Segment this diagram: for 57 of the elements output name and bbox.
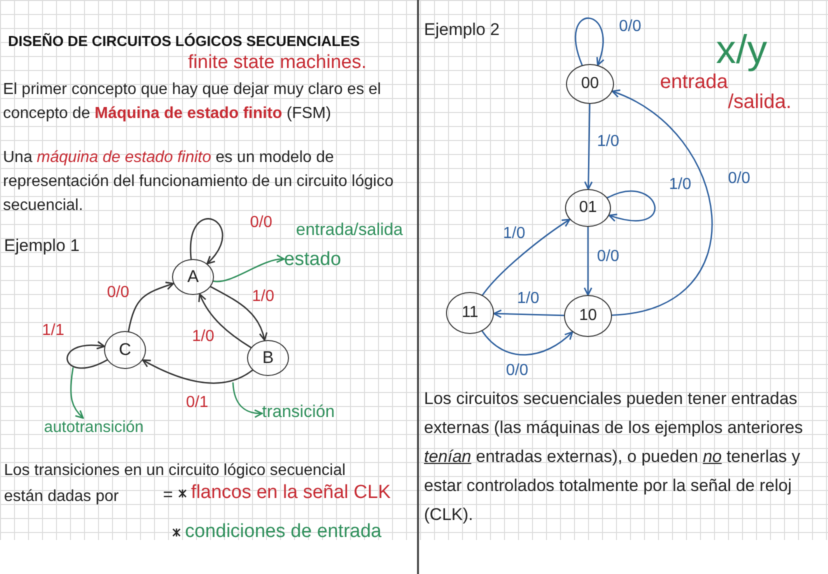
state-circle: B [247, 340, 289, 376]
self-loop-arrow [574, 17, 604, 66]
edge-label: 1/1 [42, 322, 64, 340]
edge-label: 0/0 [619, 18, 642, 36]
edge-label: 0/0 [250, 214, 272, 232]
state-circle: 10 [564, 295, 612, 337]
transition-arrow [482, 218, 570, 296]
paragraph: Los transiciones en un circuito lógico secuencial [4, 461, 346, 480]
transition-arrow [198, 293, 252, 348]
transition-arrow [210, 286, 268, 341]
edge-label: 1/0 [597, 133, 620, 151]
leader-arrow [70, 367, 84, 419]
paragraph: Los circuitos secuenciales pueden tener entradas externas (las máquinas de los ejemplos anteriores tenían entradas externas), o pueden no tenerlas y estar controlados totalmente por la señal de reloj (CLK). [424, 388, 804, 526]
leader-arrow [232, 382, 263, 418]
paragraph: Una máquina de estado finito es un modelo de representación del funcionamiento de un circuito lógico secuencial. [3, 148, 394, 215]
edge-label: 0/0 [506, 362, 528, 380]
self-loop-arrow [190, 218, 224, 264]
edge-label: 1/0 [192, 328, 214, 346]
annotation-label: autotransición [44, 418, 144, 438]
annotation-label: /salida. [728, 90, 792, 114]
transition-arrow [611, 90, 712, 316]
annotation-label: entrada/salida [296, 220, 403, 240]
edge-label: 1/0 [252, 288, 274, 306]
self-loop-arrow [66, 341, 108, 369]
annotation-label: transición [262, 402, 335, 422]
annotation-label: entrada [660, 71, 728, 94]
edge-label: 1/0 [503, 225, 526, 243]
edge-label: 1/0 [669, 176, 692, 194]
handwritten-note: finite state machines. [188, 52, 366, 75]
transition-arrow [482, 330, 574, 356]
edge-label: 1/0 [517, 290, 540, 308]
state-circle: 00 [566, 64, 614, 104]
state-circle: A [172, 259, 214, 295]
section-heading: Ejemplo 1 [4, 236, 80, 256]
list-item: condiciones de entrada [185, 521, 382, 544]
list-item: flancos en la señal CLK [191, 482, 391, 505]
edge-label: 0/0 [597, 248, 620, 266]
paragraph: están dadas por [4, 487, 119, 506]
state-circle: C [104, 331, 146, 369]
leader-arrow [212, 255, 285, 282]
paragraph: El primer concepto que hay que dejar muy claro es el concepto de Máquina de estado finito (FSM) [3, 80, 382, 124]
edge-label: 0/0 [107, 284, 130, 302]
equals-sign: = [163, 485, 173, 506]
state-circle: 11 [446, 292, 494, 334]
state-circle: 01 [565, 189, 611, 227]
self-loop-arrow [606, 190, 656, 222]
transition-arrow [493, 309, 565, 318]
transition-arrow [142, 359, 254, 384]
section-heading: Ejemplo 2 [424, 20, 500, 40]
edge-label: 0/1 [186, 394, 208, 412]
edge-label: 0/0 [728, 170, 750, 188]
transition-arrow [128, 282, 174, 332]
transition-arrow [584, 226, 592, 296]
annotation-label: estado [284, 249, 342, 272]
notation-label: x/y [716, 27, 768, 74]
page-title: DISEÑO DE CIRCUITOS LÓGICOS SECUENCIALES [8, 34, 360, 52]
transition-arrow [584, 103, 593, 190]
